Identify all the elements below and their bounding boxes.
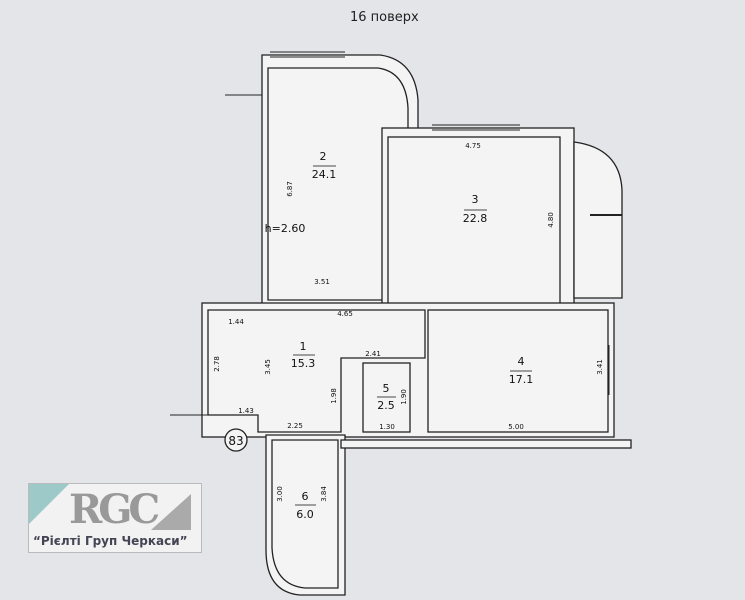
dim-r1-left: 2.78: [213, 356, 221, 372]
room-5-area: 2.5: [377, 399, 395, 412]
dim-r6-right: 3.84: [320, 486, 328, 502]
dim-r1-top: 4.65: [337, 310, 353, 318]
balcony: [573, 141, 623, 299]
room-1: [207, 309, 426, 433]
dim-r1-corridor: 2.41: [365, 350, 381, 358]
room-3-number: 3: [472, 193, 479, 206]
room-2-number: 2: [320, 150, 327, 163]
room-6: [271, 439, 339, 589]
room-1-number: 1: [300, 340, 307, 353]
dim-r1-left-top: 1.44: [228, 318, 244, 326]
room-6-number: 6: [302, 490, 309, 503]
dim-r2-height: 6.87: [286, 181, 294, 197]
room-5-number: 5: [383, 382, 390, 395]
apartment-number-circle: [224, 428, 248, 452]
floor-title: 16 поверх: [350, 10, 419, 25]
dim-r1-inner: 3.45: [264, 359, 272, 375]
ceiling-height: h=2.60: [265, 222, 306, 235]
dim-r2-width: 3.51: [314, 278, 330, 286]
logo-mark: RGC: [69, 486, 160, 533]
room-6-area: 6.0: [296, 508, 314, 521]
dim-r6-left: 3.00: [276, 486, 284, 502]
dim-r3-height: 4.80: [547, 212, 555, 228]
apartment-number: 83: [228, 434, 243, 448]
dim-r5-height: 1.90: [400, 389, 408, 405]
watermark-logo: RGC “Рієлті Груп Черкаси”: [28, 483, 202, 553]
room-2-area: 24.1: [312, 168, 337, 181]
room-5: [362, 362, 411, 433]
dim-r5-width: 1.30: [379, 423, 395, 431]
logo-triangle-right: [151, 494, 191, 530]
dim-r4-height: 3.41: [596, 359, 604, 375]
logo-caption: “Рієлті Груп Черкаси”: [33, 534, 188, 548]
dim-r1-corridor-h: 1.98: [330, 388, 338, 404]
logo-triangle-left: [29, 484, 69, 524]
dim-r1-bottom: 2.25: [287, 422, 303, 430]
room-4-number: 4: [518, 355, 525, 368]
dim-r4-width: 5.00: [508, 423, 524, 431]
room-4-area: 17.1: [509, 373, 534, 386]
corridor-strip: [340, 439, 632, 449]
room-3: [387, 136, 561, 306]
room-1-area: 15.3: [291, 357, 316, 370]
dim-r3-width: 4.75: [465, 142, 481, 150]
room-3-area: 22.8: [463, 212, 488, 225]
dim-r1-bottom-left: 1.43: [238, 407, 254, 415]
